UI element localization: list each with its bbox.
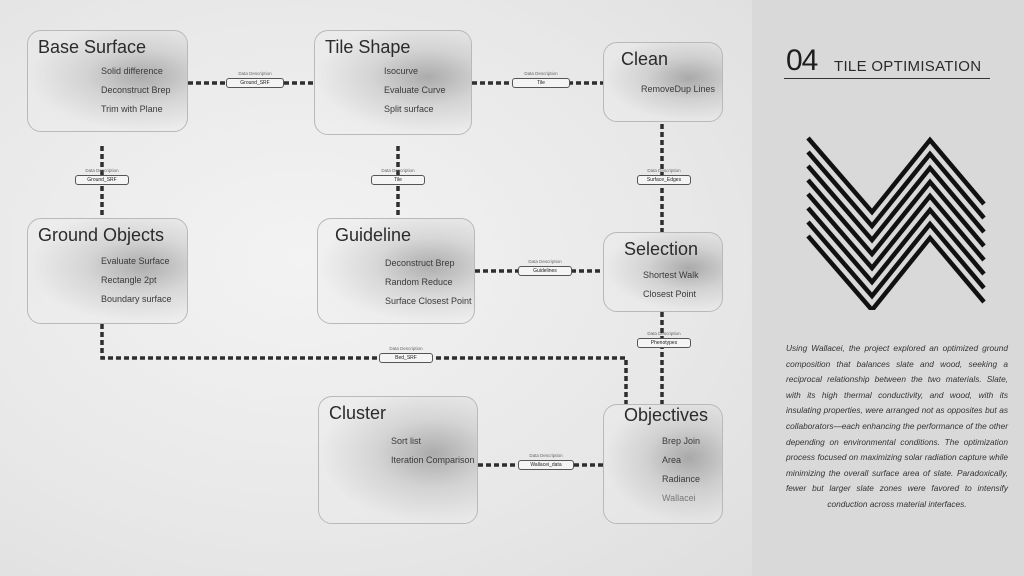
- node-objectives[interactable]: Objectives Brep Join Area Radiance Walla…: [603, 404, 723, 524]
- node-tile-shape[interactable]: Tile Shape Isocurve Evaluate Curve Split…: [314, 30, 472, 135]
- wire-bed-srf: [100, 324, 628, 404]
- connection-caption: Data Description: [238, 71, 272, 76]
- node-title: Base Surface: [38, 37, 147, 57]
- chevron-pattern-icon: [806, 136, 986, 310]
- connection-label-surface-edges: Surface_Edges: [637, 175, 691, 185]
- node-item: Deconstruct Brep: [385, 258, 455, 268]
- node-item: Isocurve: [384, 66, 419, 76]
- node-item: Solid difference: [101, 66, 163, 76]
- node-title: Objectives: [624, 405, 709, 425]
- node-item: Random Reduce: [385, 277, 453, 287]
- node-title: Guideline: [335, 225, 412, 245]
- node-title: Selection: [624, 239, 699, 259]
- connection-caption: Data Description: [529, 453, 563, 458]
- node-title: Cluster: [329, 403, 387, 423]
- node-item: Area: [662, 455, 682, 465]
- node-item: Brep Join: [662, 436, 701, 446]
- node-item: Wallacei: [662, 493, 696, 503]
- connection-label-wallacei-data: Wallacei_data: [518, 460, 574, 470]
- optimization-diagram: Base Surface Solid difference Deconstruc…: [0, 0, 752, 576]
- node-item: Evaluate Surface: [101, 256, 170, 266]
- connection-label-tile-v: Tile: [371, 175, 425, 185]
- connection-caption: Data Description: [381, 168, 415, 173]
- connection-label-guidelines: Guidelines: [518, 266, 572, 276]
- node-title: Clean: [621, 49, 669, 69]
- node-item: Closest Point: [643, 289, 697, 299]
- node-item: Trim with Plane: [101, 104, 163, 114]
- connection-label-phenotypes: Phenotypes: [637, 338, 691, 348]
- node-item: Deconstruct Brep: [101, 85, 171, 95]
- title-underline: [784, 78, 990, 79]
- node-item: Split surface: [384, 104, 434, 114]
- connection-label-tile: Tile: [512, 78, 570, 88]
- node-item: Radiance: [662, 474, 701, 484]
- connection-caption: Data Description: [528, 259, 562, 264]
- node-title: Ground Objects: [38, 225, 165, 245]
- node-ground-objects[interactable]: Ground Objects Evaluate Surface Rectangl…: [27, 218, 188, 324]
- connection-caption: Data Description: [647, 168, 681, 173]
- node-item: Rectangle 2pt: [101, 275, 157, 285]
- node-item: Evaluate Curve: [384, 85, 446, 95]
- connection-caption: Data Description: [524, 71, 558, 76]
- node-item: Surface Closest Point: [385, 296, 472, 306]
- node-item: Sort list: [391, 436, 422, 446]
- node-clean[interactable]: Clean RemoveDup Lines: [603, 42, 723, 122]
- node-item: Shortest Walk: [643, 270, 699, 280]
- node-item: RemoveDup Lines: [641, 84, 716, 94]
- node-selection[interactable]: Selection Shortest Walk Closest Point: [603, 232, 723, 312]
- node-base-surface[interactable]: Base Surface Solid difference Deconstruc…: [27, 30, 188, 132]
- node-guideline[interactable]: Guideline Deconstruct Brep Random Reduce…: [317, 218, 475, 324]
- node-item: Iteration Comparison: [391, 455, 475, 465]
- connection-caption: Data Description: [85, 168, 119, 173]
- node-item: Boundary surface: [101, 294, 172, 304]
- section-title: TILE OPTIMISATION: [834, 58, 982, 75]
- connection-caption: Data Description: [389, 346, 423, 351]
- connection-label-bed-srf: Bed_SRF: [379, 353, 433, 363]
- connection-caption: Data Description: [647, 331, 681, 336]
- section-number: 04: [786, 44, 818, 77]
- connection-label-ground-srf-v: Ground_SRF: [75, 175, 129, 185]
- connection-label-ground-srf: Ground_SRF: [226, 78, 284, 88]
- node-title: Tile Shape: [325, 37, 411, 57]
- node-cluster[interactable]: Cluster Sort list Iteration Comparison: [318, 396, 478, 524]
- project-description: Using Wallacei, the project explored an …: [786, 343, 1008, 509]
